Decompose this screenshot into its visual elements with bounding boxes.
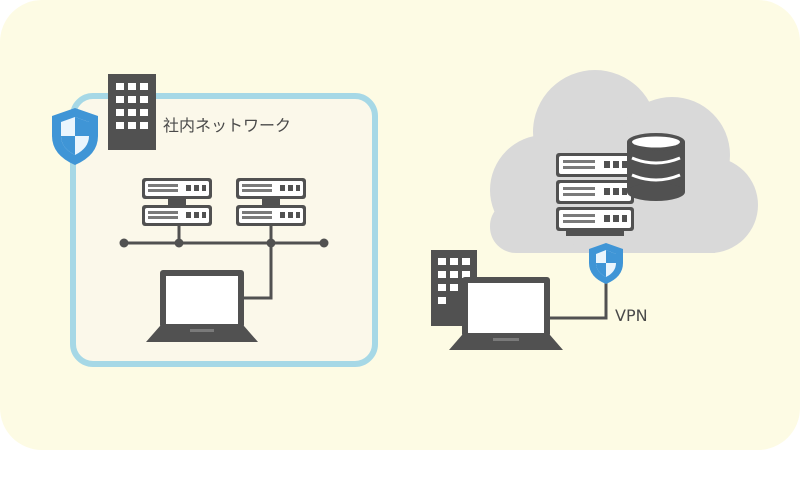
vpn-label: VPN [615,306,648,325]
vpn-shield-icon [589,243,623,284]
building-icon [108,74,156,150]
database-icon [627,133,685,201]
internal-network-group: 社内ネットワーク [52,74,378,367]
remote-laptop-icon [449,277,563,350]
laptop-icon [146,270,258,342]
server-icon [556,153,634,236]
shield-icon [52,108,98,165]
vpn-connection-line [545,282,608,320]
cloud-server-stack [556,153,634,236]
internal-network-boundary [70,93,378,367]
internal-network-label: 社内ネットワーク [163,116,291,135]
network-bus-line [119,226,329,300]
